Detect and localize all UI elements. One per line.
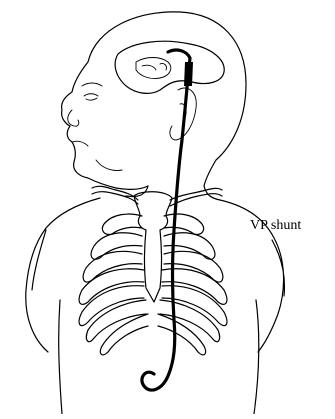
shunt-valve [184, 62, 193, 86]
cheek [96, 160, 122, 171]
ribs-left [79, 214, 148, 355]
eyebrow [82, 83, 102, 86]
vp-shunt-label: VP shunt [250, 219, 301, 233]
ribs-right [158, 214, 227, 355]
clavicles [92, 186, 222, 206]
eye [84, 94, 98, 100]
ventricle-inner [136, 58, 171, 79]
neck-shoulders [26, 186, 285, 352]
torso-outline [59, 300, 259, 414]
nose [68, 110, 79, 126]
shunt-tube [142, 50, 190, 390]
brain-ventricle [115, 41, 224, 93]
head-outline [62, 12, 246, 189]
